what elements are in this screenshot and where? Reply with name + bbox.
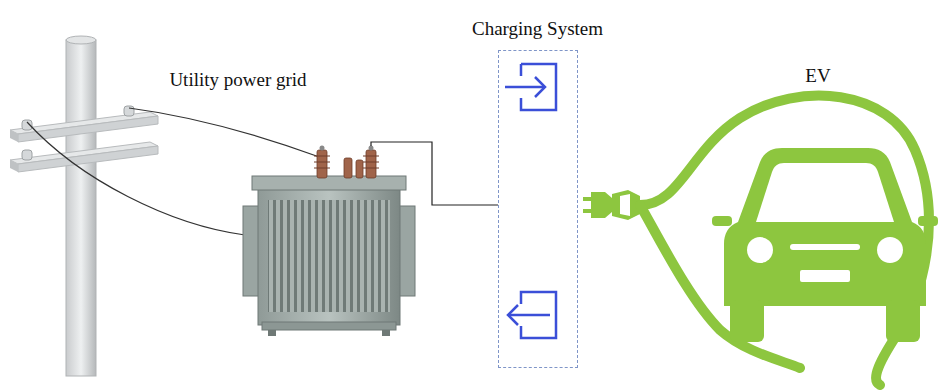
figure-label: Utility power grid	[169, 69, 306, 91]
power-line	[129, 108, 322, 158]
charging-cable	[640, 96, 929, 385]
service-wire	[371, 142, 498, 205]
output-icon	[508, 292, 556, 338]
utility-pole	[10, 36, 158, 376]
transformer	[243, 146, 415, 337]
power-line	[27, 122, 245, 235]
box-heading: Charging System	[472, 18, 603, 40]
electric-car	[712, 148, 938, 342]
ev-charging-plug	[583, 190, 640, 220]
charging-system-box: Charging System	[498, 50, 578, 368]
input-icon	[505, 64, 556, 110]
figure-label: EV	[805, 65, 830, 87]
